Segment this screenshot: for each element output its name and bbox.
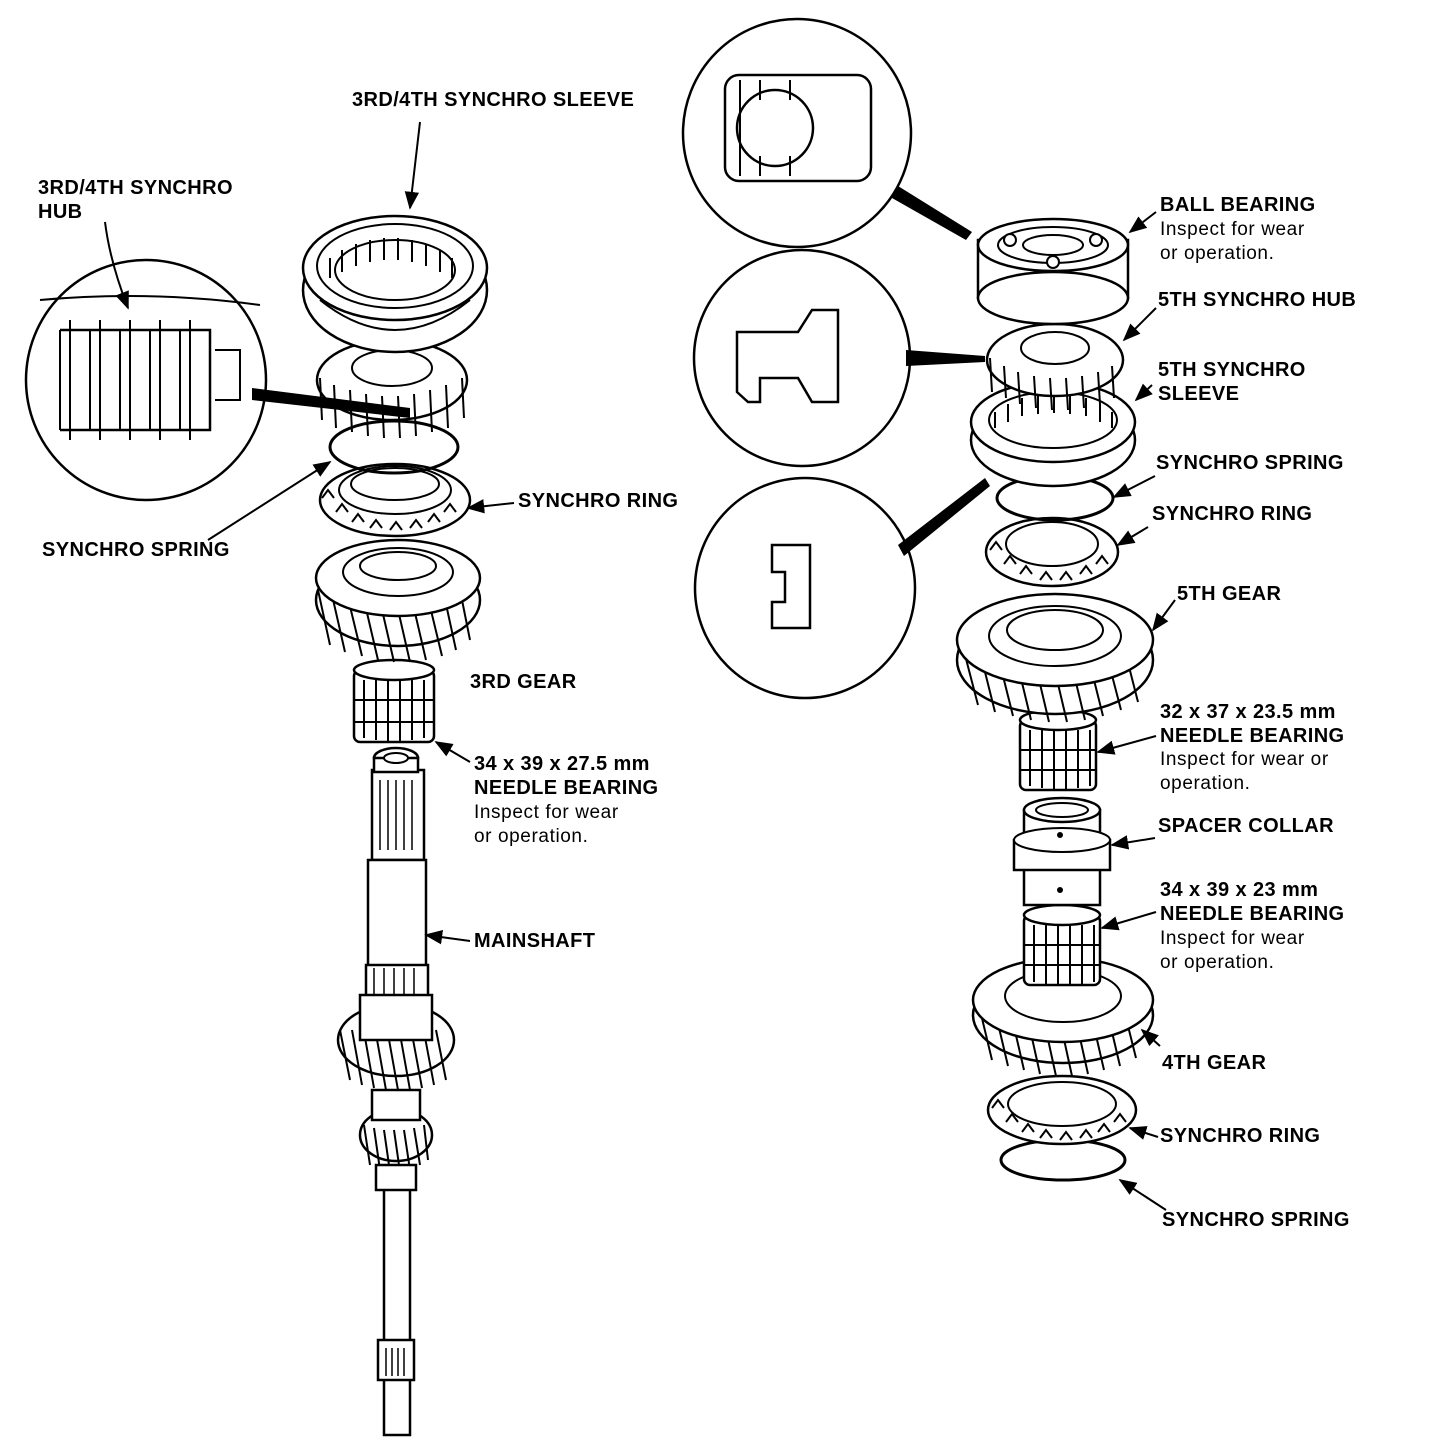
label-needle-left-note1: Inspect for wear <box>474 802 619 823</box>
leader-synchro-spring-r1 <box>1112 475 1156 498</box>
leader-synchro-spring-left <box>207 461 332 541</box>
label-needle-r1-note2: operation. <box>1160 773 1251 794</box>
needle-bearing-right-1 <box>1018 708 1098 792</box>
synchro-key-detail-callout <box>693 476 990 700</box>
leader-fifth-sleeve <box>1134 383 1153 402</box>
leader-fifth-hub <box>1122 307 1157 342</box>
label-fifth-gear: 5TH GEAR <box>1177 583 1282 605</box>
needle-bearing-right-2 <box>1022 903 1102 987</box>
synchro-hub-34 <box>315 338 469 439</box>
fifth-synchro-hub <box>985 322 1125 411</box>
label-fifth-synchro-sleeve-line2: SLEEVE <box>1158 383 1240 405</box>
label-synchro-spring-r2: SYNCHRO SPRING <box>1162 1209 1350 1231</box>
synchro-ring-right-2 <box>986 1074 1138 1146</box>
label-ball-bearing-note1: Inspect for wear <box>1160 219 1305 240</box>
right-assembly <box>681 17 1155 1182</box>
leader-hub-34 <box>104 221 129 310</box>
leader-needle-r2 <box>1100 911 1157 931</box>
hub-detail-callout <box>24 258 410 502</box>
ball-bearing <box>976 217 1130 326</box>
leader-needle-r1 <box>1096 735 1157 755</box>
needle-bearing-left <box>352 658 436 744</box>
label-synchro-ring-left: SYNCHRO RING <box>518 490 679 512</box>
label-needle-r2-size: 34 x 39 x 23 mm <box>1160 879 1319 901</box>
label-needle-left-name: NEEDLE BEARING <box>474 777 659 799</box>
label-synchro-spring-r1: SYNCHRO SPRING <box>1156 452 1344 474</box>
label-spacer-collar: SPACER COLLAR <box>1158 815 1334 837</box>
label-needle-r2-note2: or operation. <box>1160 952 1275 973</box>
leader-synchro-ring-r2 <box>1128 1126 1159 1140</box>
leader-synchro-ring-r1 <box>1116 526 1149 546</box>
leader-spacer-collar <box>1110 835 1156 850</box>
leader-ball-bearing <box>1128 211 1157 234</box>
leader-mainshaft <box>424 930 471 945</box>
label-ball-bearing: BALL BEARING <box>1160 194 1316 216</box>
label-needle-r2-name: NEEDLE BEARING <box>1160 903 1345 925</box>
label-needle-left-note2: or operation. <box>474 826 589 847</box>
label-mainshaft: MAINSHAFT <box>474 930 596 952</box>
label-needle-r2-note1: Inspect for wear <box>1160 928 1305 949</box>
label-third-gear: 3RD GEAR <box>470 671 577 693</box>
mainshaft <box>336 746 456 1437</box>
label-synchro-spring-left: SYNCHRO SPRING <box>42 539 230 561</box>
synchro-sleeve-34 <box>301 214 489 354</box>
leader-synchro-spring-r2 <box>1118 1179 1167 1211</box>
label-synchro-ring-r1: SYNCHRO RING <box>1152 503 1313 525</box>
label-needle-left-size: 34 x 39 x 27.5 mm <box>474 753 650 775</box>
fifth-gear <box>955 592 1155 723</box>
hub-key-detail-callout <box>692 248 985 468</box>
leader-fifth-gear <box>1151 599 1176 632</box>
leader-synchro-ring-left <box>466 499 515 514</box>
synchro-ring-right-1 <box>984 516 1120 588</box>
label-needle-r1-name: NEEDLE BEARING <box>1160 725 1345 747</box>
leader-lines <box>104 121 1176 1211</box>
ball-bearing-detail-callout <box>681 17 972 249</box>
synchro-spring-right-2 <box>999 1138 1127 1182</box>
label-fifth-synchro-sleeve-line1: 5TH SYNCHRO <box>1158 359 1306 381</box>
leader-needle-left <box>434 741 471 763</box>
label-fourth-gear: 4TH GEAR <box>1162 1052 1267 1074</box>
label-needle-r1-note1: Inspect for wear or <box>1160 749 1329 770</box>
label-synchro-hub-34-line2: HUB <box>38 201 83 223</box>
label-synchro-ring-r2: SYNCHRO RING <box>1160 1125 1321 1147</box>
label-ball-bearing-note2: or operation. <box>1160 243 1275 264</box>
mainshaft-assembly <box>24 214 489 1437</box>
label-synchro-sleeve-34: 3RD/4TH SYNCHRO SLEEVE <box>352 89 635 111</box>
leader-sleeve-34 <box>404 121 421 210</box>
fifth-synchro-sleeve <box>969 380 1137 488</box>
third-gear <box>314 538 482 663</box>
label-needle-r1-size: 32 x 37 x 23.5 mm <box>1160 701 1336 723</box>
leader-fourth-gear <box>1140 1028 1161 1047</box>
spacer-collar <box>1012 796 1112 907</box>
label-synchro-hub-34-line1: 3RD/4TH SYNCHRO <box>38 177 233 199</box>
synchro-ring-left <box>318 462 472 538</box>
label-fifth-synchro-hub: 5TH SYNCHRO HUB <box>1158 289 1357 311</box>
